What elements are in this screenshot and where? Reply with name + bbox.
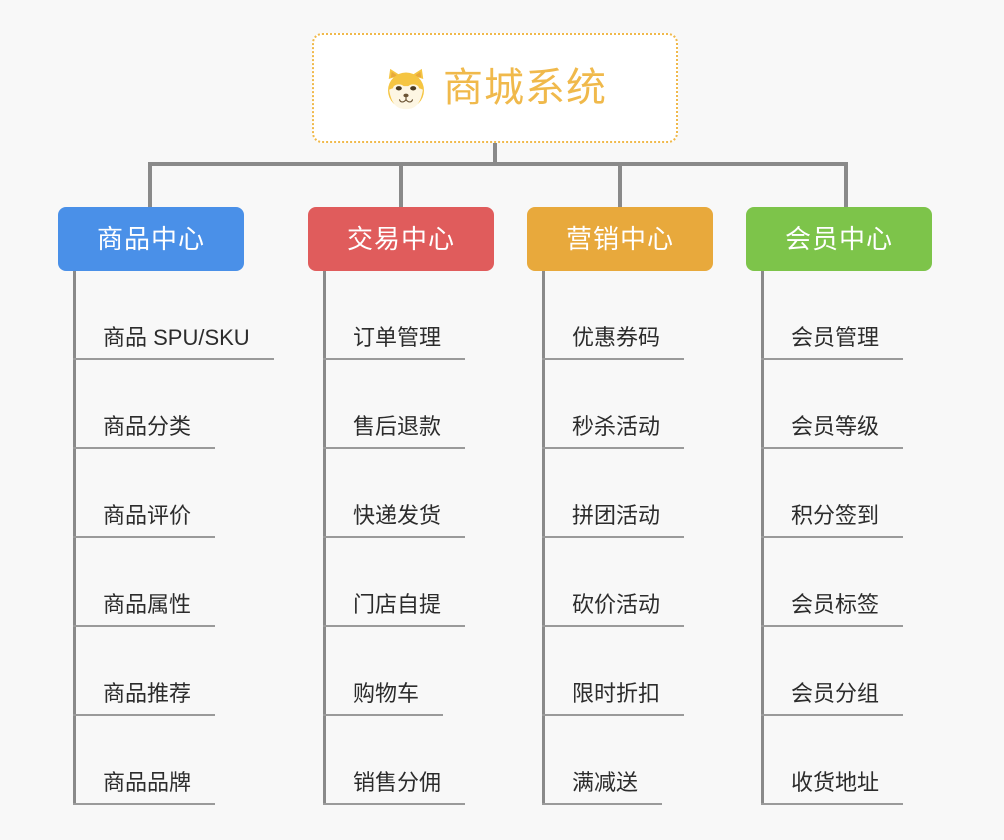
category-label: 会员中心 xyxy=(784,224,893,254)
leaf-label: 满减送 xyxy=(572,770,639,795)
branch-trunk-4 xyxy=(761,271,764,805)
leaf-label: 商品品牌 xyxy=(103,770,192,795)
leaf-list-2: 订单管理 售后退款 快递发货 门店自提 购物车 销售分佣 xyxy=(323,271,553,805)
leaf-label: 收货地址 xyxy=(791,770,880,795)
category-node-2[interactable]: 交易中心 xyxy=(308,207,494,271)
branch-trunk-2 xyxy=(323,271,326,805)
leaf-list-3: 优惠券码 秒杀活动 拼团活动 砍价活动 限时折扣 满减送 xyxy=(542,271,772,805)
category-label: 交易中心 xyxy=(346,224,455,254)
connector-drop-3 xyxy=(618,162,622,208)
leaf-item[interactable]: 会员管理 xyxy=(761,271,991,360)
leaf-label: 会员标签 xyxy=(791,592,880,617)
category-node-3[interactable]: 营销中心 xyxy=(527,207,713,271)
leaf-item[interactable]: 商品品牌 xyxy=(73,716,303,805)
connector-drop-2 xyxy=(399,162,403,208)
leaf-label: 砍价活动 xyxy=(572,592,661,617)
connector-bus xyxy=(148,162,848,166)
branch-trunk-3 xyxy=(542,271,545,805)
leaf-item[interactable]: 积分签到 xyxy=(761,449,991,538)
leaf-label: 门店自提 xyxy=(353,592,442,617)
leaf-label: 商品 SPU/SKU xyxy=(103,325,250,350)
leaf-item[interactable]: 商品评价 xyxy=(73,449,303,538)
root-title: 商城系统 xyxy=(443,66,607,110)
leaf-item[interactable]: 商品分类 xyxy=(73,360,303,449)
leaf-label: 销售分佣 xyxy=(353,770,442,795)
leaf-item[interactable]: 商品属性 xyxy=(73,538,303,627)
connector-root-stem xyxy=(493,143,497,165)
connector-drop-1 xyxy=(148,162,152,208)
leaf-list-4: 会员管理 会员等级 积分签到 会员标签 会员分组 收货地址 xyxy=(761,271,991,805)
leaf-label: 售后退款 xyxy=(353,414,442,439)
leaf-item[interactable]: 购物车 xyxy=(323,627,553,716)
leaf-label: 优惠券码 xyxy=(572,325,661,350)
connector-drop-4 xyxy=(844,162,848,208)
leaf-item[interactable]: 收货地址 xyxy=(761,716,991,805)
branch-trunk-1 xyxy=(73,271,76,805)
leaf-label: 商品推荐 xyxy=(103,681,192,706)
leaf-item[interactable]: 快递发货 xyxy=(323,449,553,538)
leaf-item[interactable]: 商品推荐 xyxy=(73,627,303,716)
leaf-item[interactable]: 门店自提 xyxy=(323,538,553,627)
leaf-item[interactable]: 商品 SPU/SKU xyxy=(73,271,303,360)
leaf-item[interactable]: 售后退款 xyxy=(323,360,553,449)
category-node-1[interactable]: 商品中心 xyxy=(58,207,244,271)
leaf-label: 会员分组 xyxy=(791,681,880,706)
leaf-label: 快递发货 xyxy=(353,503,442,528)
leaf-item[interactable]: 优惠券码 xyxy=(542,271,772,360)
leaf-label: 秒杀活动 xyxy=(572,414,661,439)
leaf-label: 积分签到 xyxy=(791,503,880,528)
leaf-item[interactable]: 会员等级 xyxy=(761,360,991,449)
leaf-label: 订单管理 xyxy=(353,325,442,350)
leaf-item[interactable]: 销售分佣 xyxy=(323,716,553,805)
category-node-4[interactable]: 会员中心 xyxy=(746,207,932,271)
leaf-item[interactable]: 秒杀活动 xyxy=(542,360,772,449)
leaf-label: 商品分类 xyxy=(103,414,192,439)
leaf-item[interactable]: 满减送 xyxy=(542,716,772,805)
category-label: 商品中心 xyxy=(96,224,205,254)
category-label: 营销中心 xyxy=(565,224,674,254)
leaf-item[interactable]: 会员分组 xyxy=(761,627,991,716)
leaf-list-1: 商品 SPU/SKU 商品分类 商品评价 商品属性 商品推荐 商品品牌 xyxy=(73,271,303,805)
leaf-item[interactable]: 拼团活动 xyxy=(542,449,772,538)
leaf-label: 拼团活动 xyxy=(572,503,661,528)
leaf-label: 限时折扣 xyxy=(572,681,661,706)
leaf-item[interactable]: 订单管理 xyxy=(323,271,553,360)
leaf-label: 商品属性 xyxy=(103,592,192,617)
leaf-item[interactable]: 会员标签 xyxy=(761,538,991,627)
leaf-label: 商品评价 xyxy=(103,503,192,528)
leaf-label: 购物车 xyxy=(353,681,420,706)
leaf-label: 会员等级 xyxy=(791,414,880,439)
leaf-label: 会员管理 xyxy=(791,325,880,350)
root-node[interactable]: 商城系统 xyxy=(312,33,678,143)
leaf-item[interactable]: 限时折扣 xyxy=(542,627,772,716)
leaf-item[interactable]: 砍价活动 xyxy=(542,538,772,627)
shiba-dog-face-icon xyxy=(383,66,429,112)
